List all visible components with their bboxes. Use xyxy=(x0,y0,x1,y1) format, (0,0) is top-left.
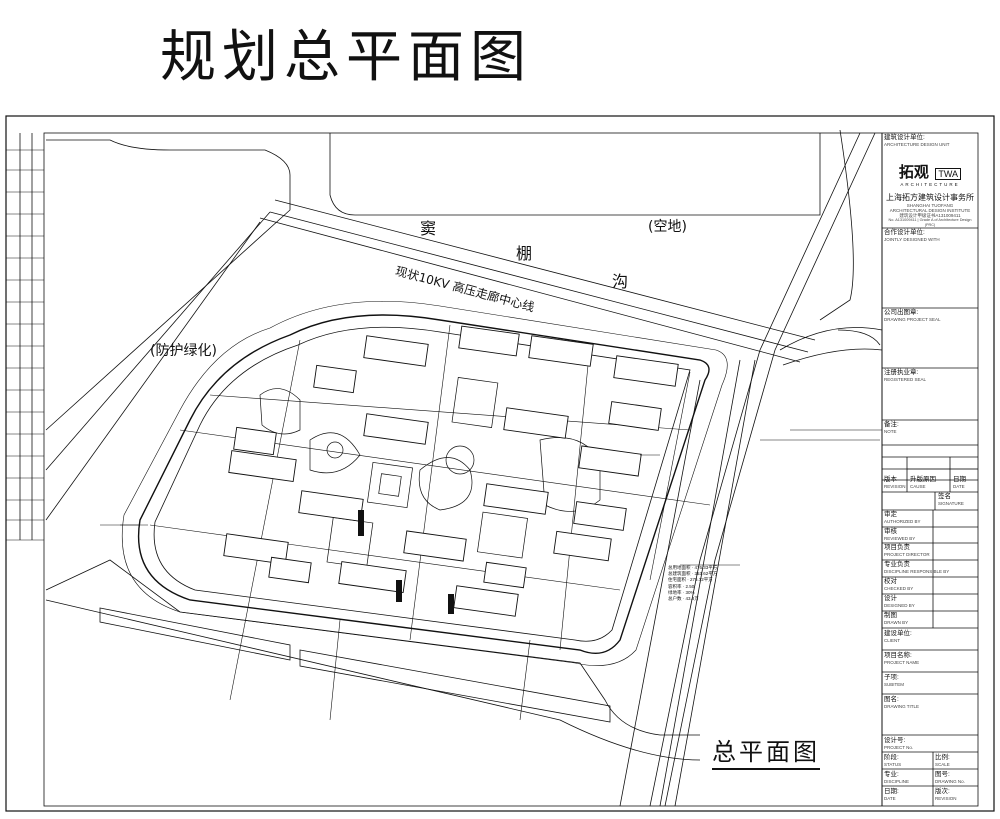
signature-header: 签名 SIGNATURE xyxy=(938,493,964,506)
stat-row: 住宅面积 · 275.72平方 xyxy=(668,577,713,583)
firm-logo: 拓观 TWA ARCHITECTURE xyxy=(898,164,962,187)
drawing-title-row: 图名:DRAWING TITLE xyxy=(884,696,920,709)
stat-row: 绿地率 · 30% xyxy=(668,589,695,595)
canal-label-3: 沟 xyxy=(612,272,629,291)
jointly-cell: 合作设计单位: JOINTLY DESIGNED WITH xyxy=(884,229,940,242)
revision-header: 版本 REVISION xyxy=(884,476,906,489)
drawing-no-cell: 图号:DRAWING No. xyxy=(935,771,965,784)
firm-name: 上海拓方建筑设计事务所 xyxy=(886,193,974,202)
green-buffer-label: (防护绿化) xyxy=(150,343,217,359)
client-row: 建设单位:CLIENT xyxy=(884,630,912,643)
date-header: 日期 DATE xyxy=(953,476,966,489)
revision-cell: 版次:REVISION xyxy=(935,788,957,801)
statistics-table: 总用地面积 · 476.33平方 总建筑面积 · 353.62平方 住宅面积 ·… xyxy=(668,565,717,602)
design-unit-cell: 建筑设计单位: ARCHITECTURE DESIGN UNIT 拓观 TWA … xyxy=(884,134,974,227)
canal-label-1: 窦 xyxy=(420,219,437,238)
status-cell: 阶段:STATUS xyxy=(884,754,902,767)
project-seal-cell: 公司出图章: DRAWING PROJECT SEAL xyxy=(884,309,941,322)
stat-row: 容积率 · 2.50 xyxy=(668,583,695,589)
drawing-title: 总平面图 xyxy=(712,732,820,770)
date-cell: 日期:DATE xyxy=(884,788,899,801)
title-block: 建筑设计单位: ARCHITECTURE DESIGN UNIT 拓观 TWA … xyxy=(882,133,978,806)
stat-row: 总户数 · 43.8万 xyxy=(668,596,699,602)
project-no-row: 设计号:PROJECT No. xyxy=(884,737,914,750)
stat-row: 总建筑面积 · 353.62平方 xyxy=(668,571,718,577)
stat-row: 总用地面积 · 476.33平方 xyxy=(668,565,718,570)
scale-cell: 比例:SCALE xyxy=(935,754,950,767)
canal-label-2: 棚 xyxy=(516,244,533,263)
note-cell: 备注: NOTE xyxy=(884,421,899,434)
page-title: 规划总平面图 xyxy=(160,25,532,90)
subitem-row: 子项:SUBITEM xyxy=(884,674,905,687)
registered-seal-cell: 注册执业章: REGISTERED SEAL xyxy=(884,369,927,382)
discipline-cell: 专业:DISCIPLINE xyxy=(884,771,910,784)
cause-header: 升版原因 CAUSE xyxy=(910,476,936,489)
project-name-row: 项目名称:PROJECT NAME xyxy=(884,652,920,665)
vacant-land-label: (空地) xyxy=(648,219,687,235)
